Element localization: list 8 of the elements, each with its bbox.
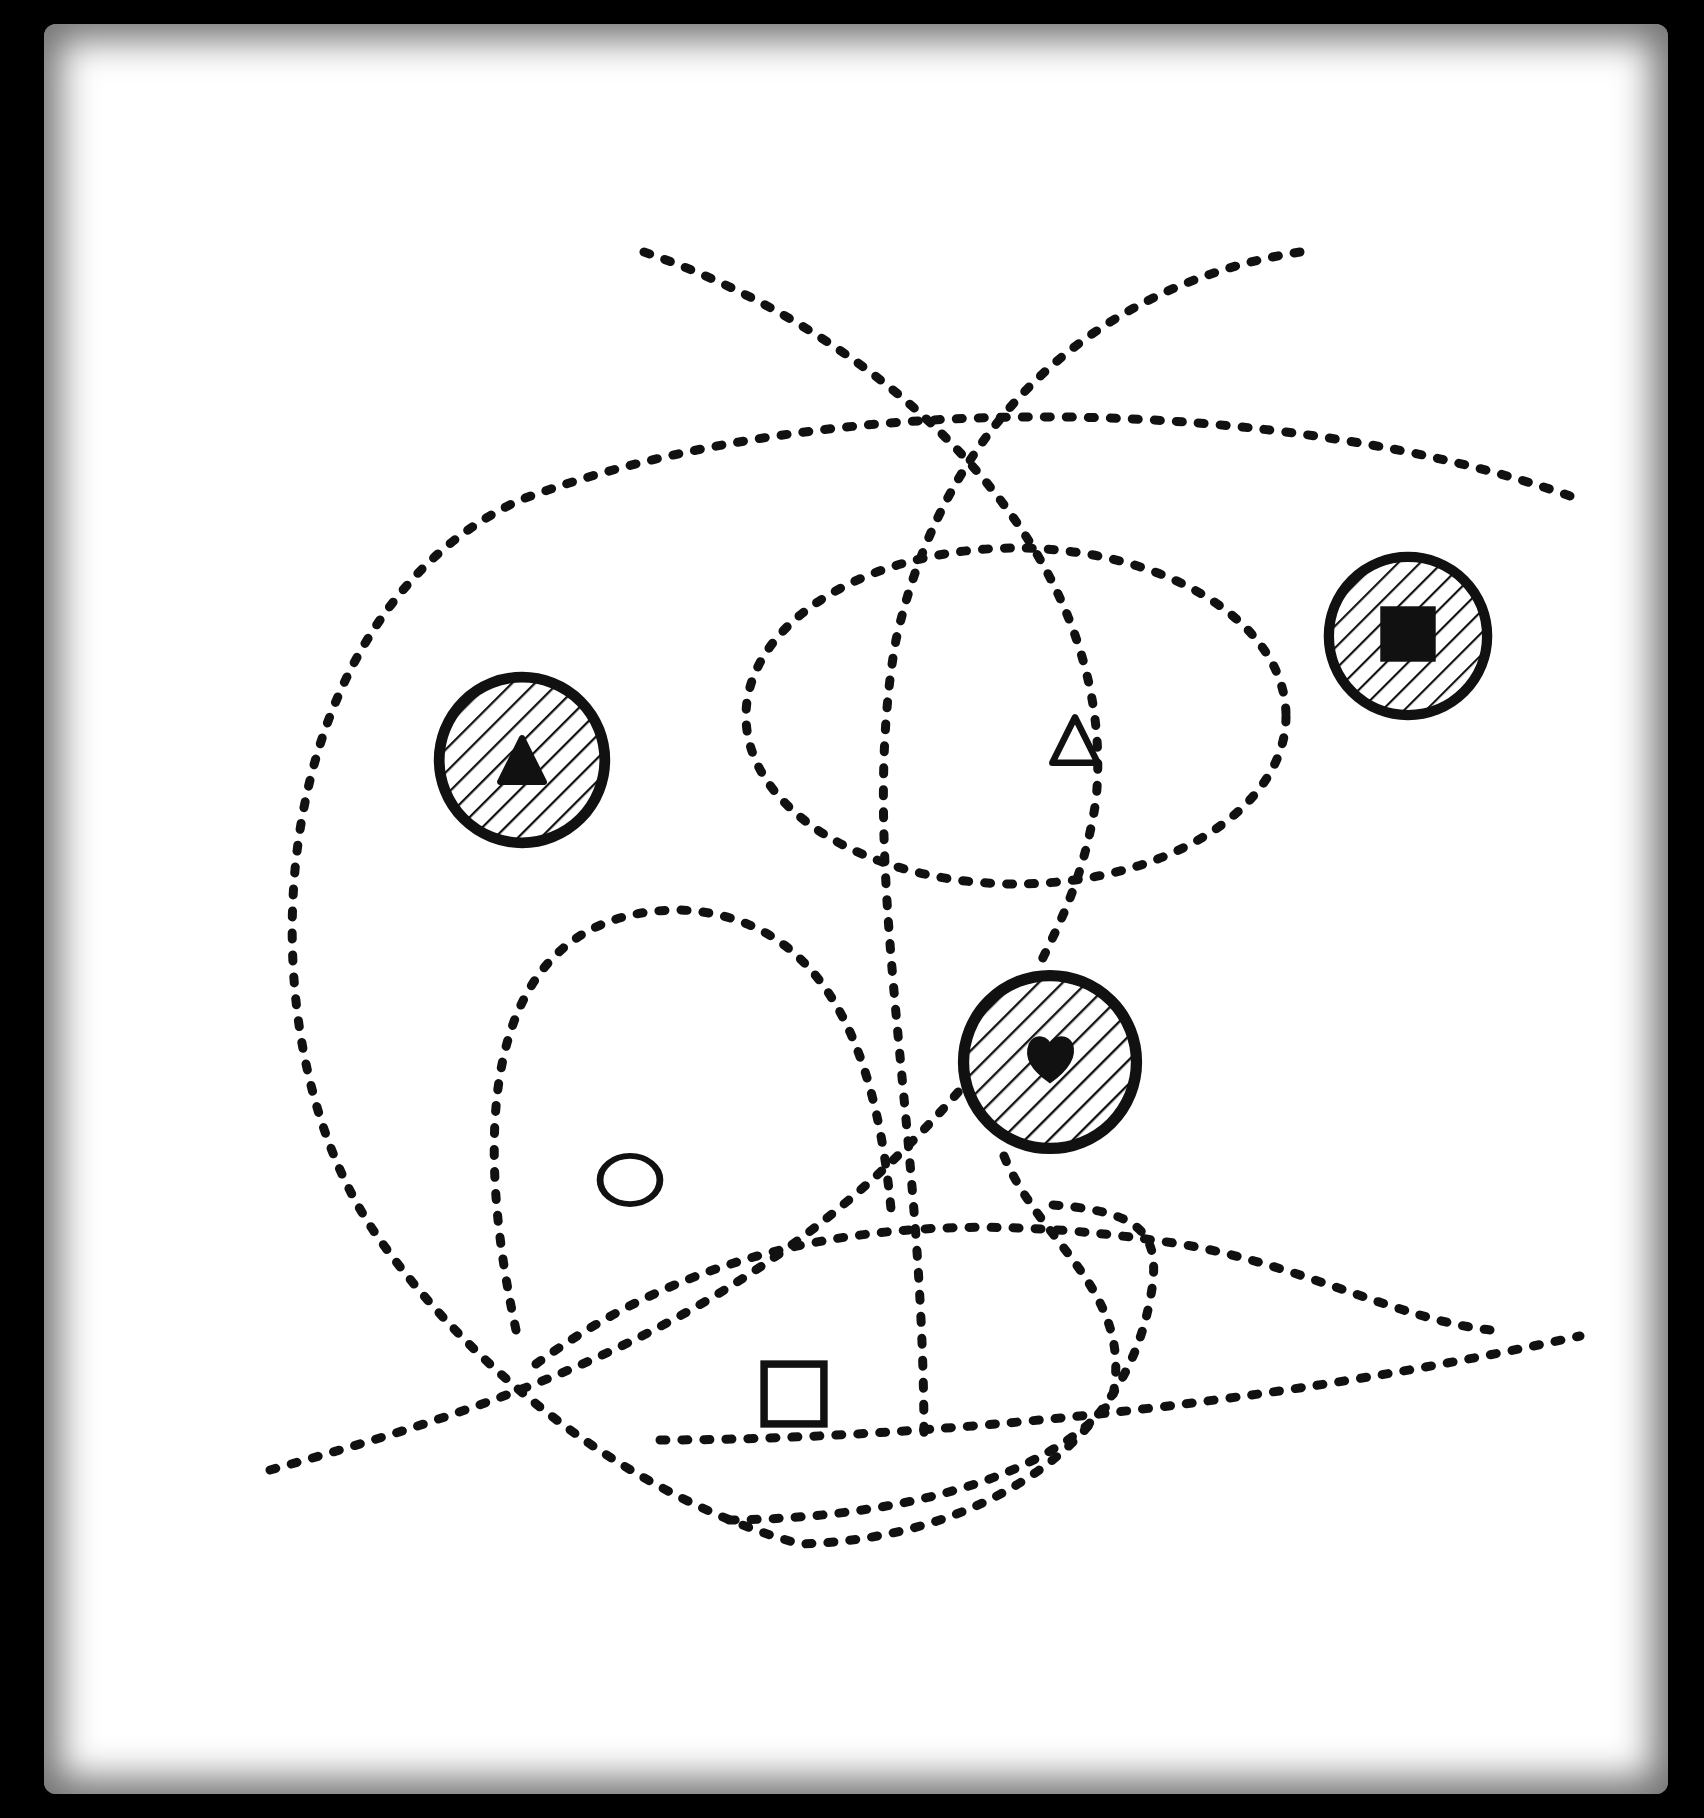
hatched-circle (954, 968, 1146, 1156)
hatched-circle (428, 670, 616, 850)
open-triangle-marker (1048, 712, 1102, 768)
filled-triangle-marker (494, 734, 550, 786)
open-square-marker (760, 1360, 828, 1428)
hatched-circle (1320, 550, 1496, 722)
filled-square-marker (1380, 606, 1436, 662)
open-circle-marker (596, 1152, 664, 1208)
